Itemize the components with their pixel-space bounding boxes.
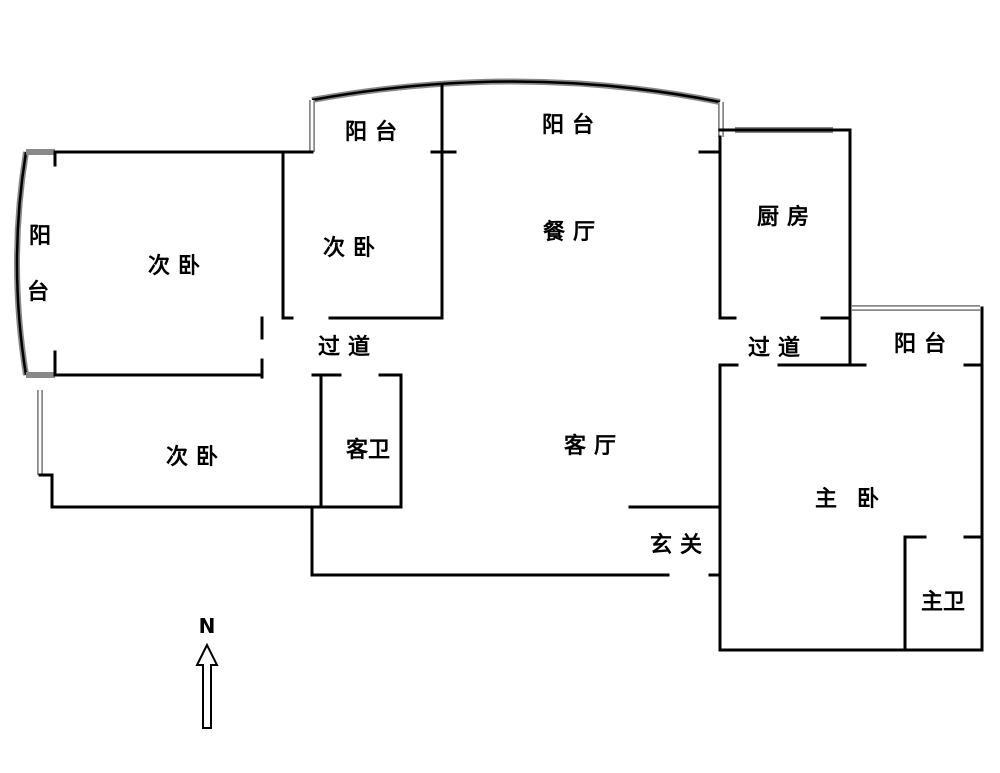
- room-label-bedroom-sw: 次卧: [165, 445, 227, 470]
- room-label-corridor-east: 过道: [747, 336, 809, 361]
- north-label: N: [198, 614, 216, 638]
- room-label-master-bedroom: 主卧: [814, 487, 900, 512]
- room-label-entry: 玄关: [649, 533, 711, 558]
- room-label-balcony-east: 阳台: [893, 332, 955, 357]
- room-label-dining: 餐厅: [542, 220, 604, 245]
- room-label-balcony-small: 阳台: [344, 120, 406, 145]
- room-label-balcony-west-bottom: 台: [26, 280, 50, 305]
- room-label-living: 客厅: [563, 434, 625, 459]
- room-label-kitchen: 厨房: [756, 205, 818, 230]
- room-label-balcony-west-top: 阳: [28, 224, 52, 249]
- north-arrow-icon: [195, 642, 219, 729]
- walls: [38, 83, 984, 652]
- room-label-bedroom-n: 次卧: [322, 236, 384, 261]
- room-label-balcony-n: 阳台: [541, 113, 603, 138]
- windows: [14, 78, 980, 475]
- room-label-bedroom-nw: 次卧: [147, 254, 209, 279]
- room-label-corridor-west: 过道: [317, 335, 379, 360]
- room-label-guest-bath: 客卫: [345, 438, 391, 463]
- room-label-master-bath: 主卫: [920, 590, 966, 615]
